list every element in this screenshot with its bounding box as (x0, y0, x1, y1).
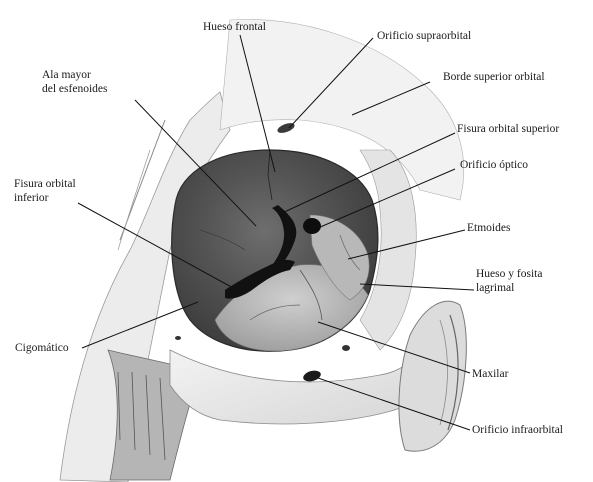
label-orificio-infraorbital: Orificio infraorbital (472, 424, 564, 436)
small-foramen-2 (175, 336, 181, 340)
label-orificio-supraorbital: Orificio supraorbital (377, 30, 472, 42)
infraorbital-foramen (303, 370, 321, 382)
label-fisura-orbital-superior: Fisura orbital superior (457, 123, 560, 135)
superior-orbital-fissure (270, 205, 297, 272)
label-orificio-optico: Orificio óptico (460, 159, 529, 171)
label-fisura-orbital-inferior: Fisura orbital inferior (14, 178, 76, 204)
label-hueso-fosita-lagrimal: Hueso y fosita lagrimal (476, 268, 543, 294)
small-foramen-1 (342, 345, 350, 351)
inferior-orbital-fissure (225, 259, 295, 299)
supraorbital-foramen (277, 123, 295, 133)
label-maxilar: Maxilar (472, 368, 509, 380)
label-cigomatico: Cigomático (15, 342, 69, 354)
leader-lines (77, 34, 475, 431)
label-ala-mayor-esfenoides: Ala mayor del esfenoides (42, 69, 108, 95)
optic-foramen (303, 218, 321, 234)
label-borde-superior-orbital: Borde superior orbital (443, 71, 545, 83)
label-hueso-frontal: Hueso frontal (203, 21, 266, 33)
orbit-cavity (171, 149, 379, 352)
label-etmoides: Etmoides (467, 222, 511, 234)
